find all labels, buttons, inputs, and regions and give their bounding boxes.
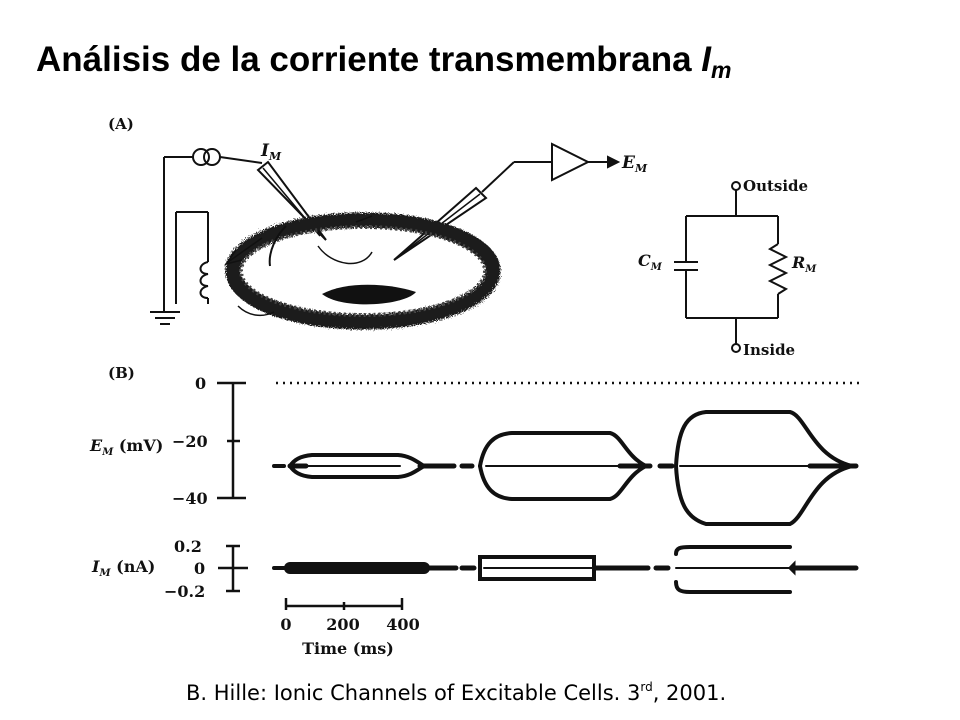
em-output-label: EM [621, 153, 648, 175]
im-tick-2: −0.2 [164, 582, 205, 601]
im-traces [272, 545, 859, 594]
em-axis-label: EM (mV) [89, 436, 163, 458]
equivalent-circuit [674, 181, 789, 353]
em-tick-0: 0 [195, 374, 206, 393]
em-tick-1: −20 [172, 432, 208, 451]
title-variable: I [701, 40, 711, 79]
time-axis-label: Time (ms) [302, 639, 394, 658]
im-tick-0: 0.2 [174, 537, 202, 556]
time-tick-2: 400 [386, 615, 419, 634]
title-subscript: m [711, 57, 732, 83]
amplifier-icon [551, 142, 621, 182]
time-tick-1: 200 [326, 615, 359, 634]
im-axis-label: IM (nA) [91, 557, 155, 579]
panel-a-label: (A) [108, 115, 134, 133]
outside-label: Outside [743, 177, 808, 195]
time-scale-bar [284, 598, 404, 610]
caption-superscript: rd [640, 680, 653, 694]
inside-label: Inside [743, 341, 795, 359]
slide-title: Análisis de la corriente transmembrana I… [36, 40, 731, 84]
time-tick-0: 0 [280, 615, 291, 634]
em-tick-2: −40 [172, 489, 208, 508]
im-tick-1: 0 [194, 559, 205, 578]
im-electrode-label: IM [260, 141, 282, 163]
cm-label: CM [638, 251, 663, 273]
im-axis [218, 544, 248, 593]
em-traces [272, 410, 859, 526]
rm-label: RM [791, 253, 817, 275]
caption-year: , 2001. [652, 681, 727, 705]
panel-b-label: (B) [108, 364, 135, 382]
em-axis [217, 381, 246, 500]
citation-caption: B. Hille: Ionic Channels of Excitable Ce… [186, 680, 726, 705]
title-text: Análisis de la corriente transmembrana [36, 40, 702, 79]
caption-text: B. Hille: Ionic Channels of Excitable Ce… [186, 681, 641, 705]
electrode-circuit [150, 148, 263, 325]
cell-icon [224, 212, 501, 330]
